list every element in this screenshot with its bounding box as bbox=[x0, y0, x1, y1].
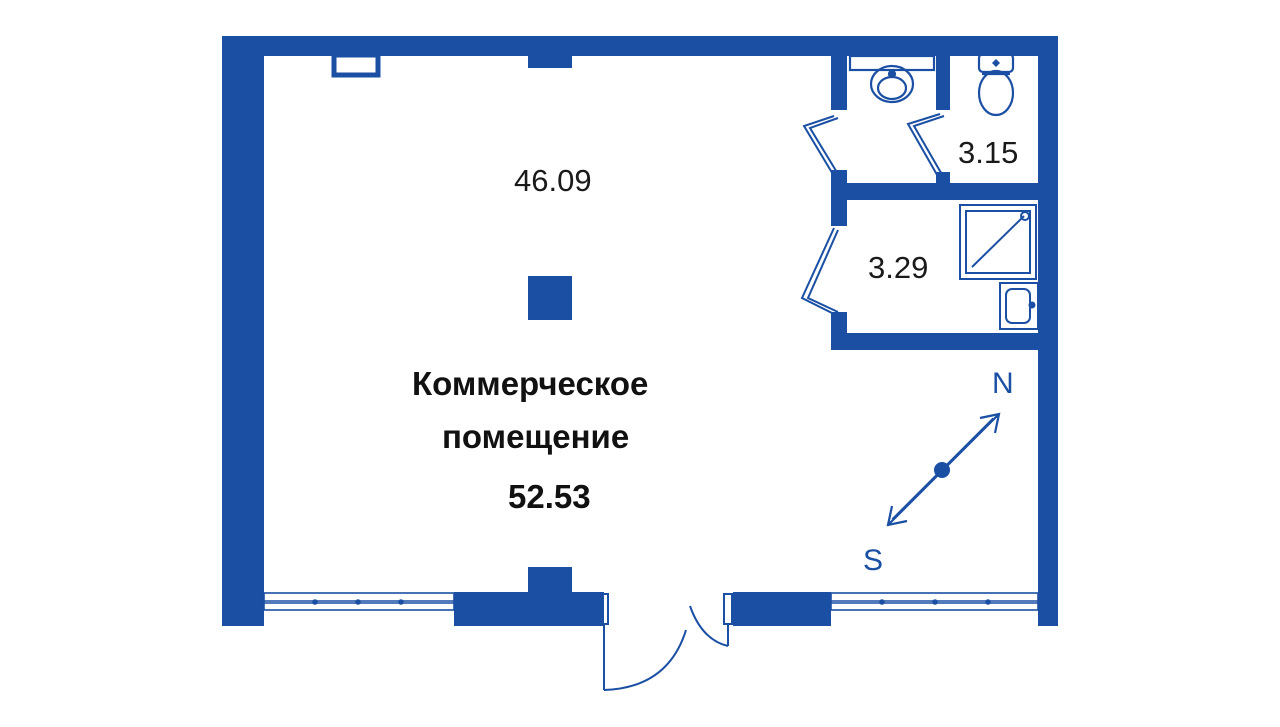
compass-north-label: N bbox=[992, 367, 1014, 400]
room-title-line1: Коммерческое bbox=[412, 365, 648, 402]
top-wall-details bbox=[331, 52, 572, 78]
window-left bbox=[263, 592, 455, 611]
wall-bottom-pier-right bbox=[733, 592, 831, 626]
vent-box bbox=[331, 52, 381, 78]
shower-icon bbox=[959, 204, 1037, 280]
wall-top bbox=[222, 36, 1058, 56]
sink-icon bbox=[848, 54, 936, 104]
wall-wc-left-upper bbox=[831, 54, 847, 110]
wall-wc-bath-separator bbox=[831, 183, 1041, 200]
wall-bath-left-upper bbox=[831, 200, 847, 226]
bath-area-label: 3.29 bbox=[868, 250, 928, 285]
compass: N S bbox=[863, 367, 1014, 577]
outer-walls bbox=[222, 36, 1058, 626]
compass-south-label: S bbox=[863, 544, 883, 577]
wc-door bbox=[802, 115, 839, 177]
bath-sink-icon bbox=[999, 282, 1039, 330]
wall-bath-bottom bbox=[831, 333, 1041, 350]
interior-walls bbox=[831, 54, 1041, 350]
wc-area-label: 3.15 bbox=[958, 135, 1018, 170]
wc-inner-door bbox=[906, 113, 945, 181]
wall-wc-divider bbox=[936, 54, 950, 110]
toilet-icon bbox=[977, 52, 1015, 117]
north-arrow-icon bbox=[979, 412, 1001, 434]
wall-bottom-pier-left bbox=[454, 592, 604, 626]
wall-right bbox=[1038, 36, 1058, 626]
wall-bottom-notch bbox=[528, 567, 572, 593]
entrance-door bbox=[599, 593, 733, 691]
total-area-label: 52.53 bbox=[508, 478, 591, 515]
main-area-label: 46.09 bbox=[514, 163, 592, 198]
wall-left bbox=[222, 36, 264, 626]
room-title-line2: помещение bbox=[442, 418, 629, 455]
wall-wc-divider-lower bbox=[936, 172, 950, 186]
window-right bbox=[830, 592, 1039, 611]
bath-door bbox=[800, 227, 839, 315]
top-wall-notch bbox=[528, 54, 572, 68]
compass-center-icon bbox=[934, 462, 950, 478]
south-arrow-icon bbox=[886, 505, 908, 527]
wall-bottom-left bbox=[222, 610, 264, 626]
column bbox=[528, 276, 572, 320]
